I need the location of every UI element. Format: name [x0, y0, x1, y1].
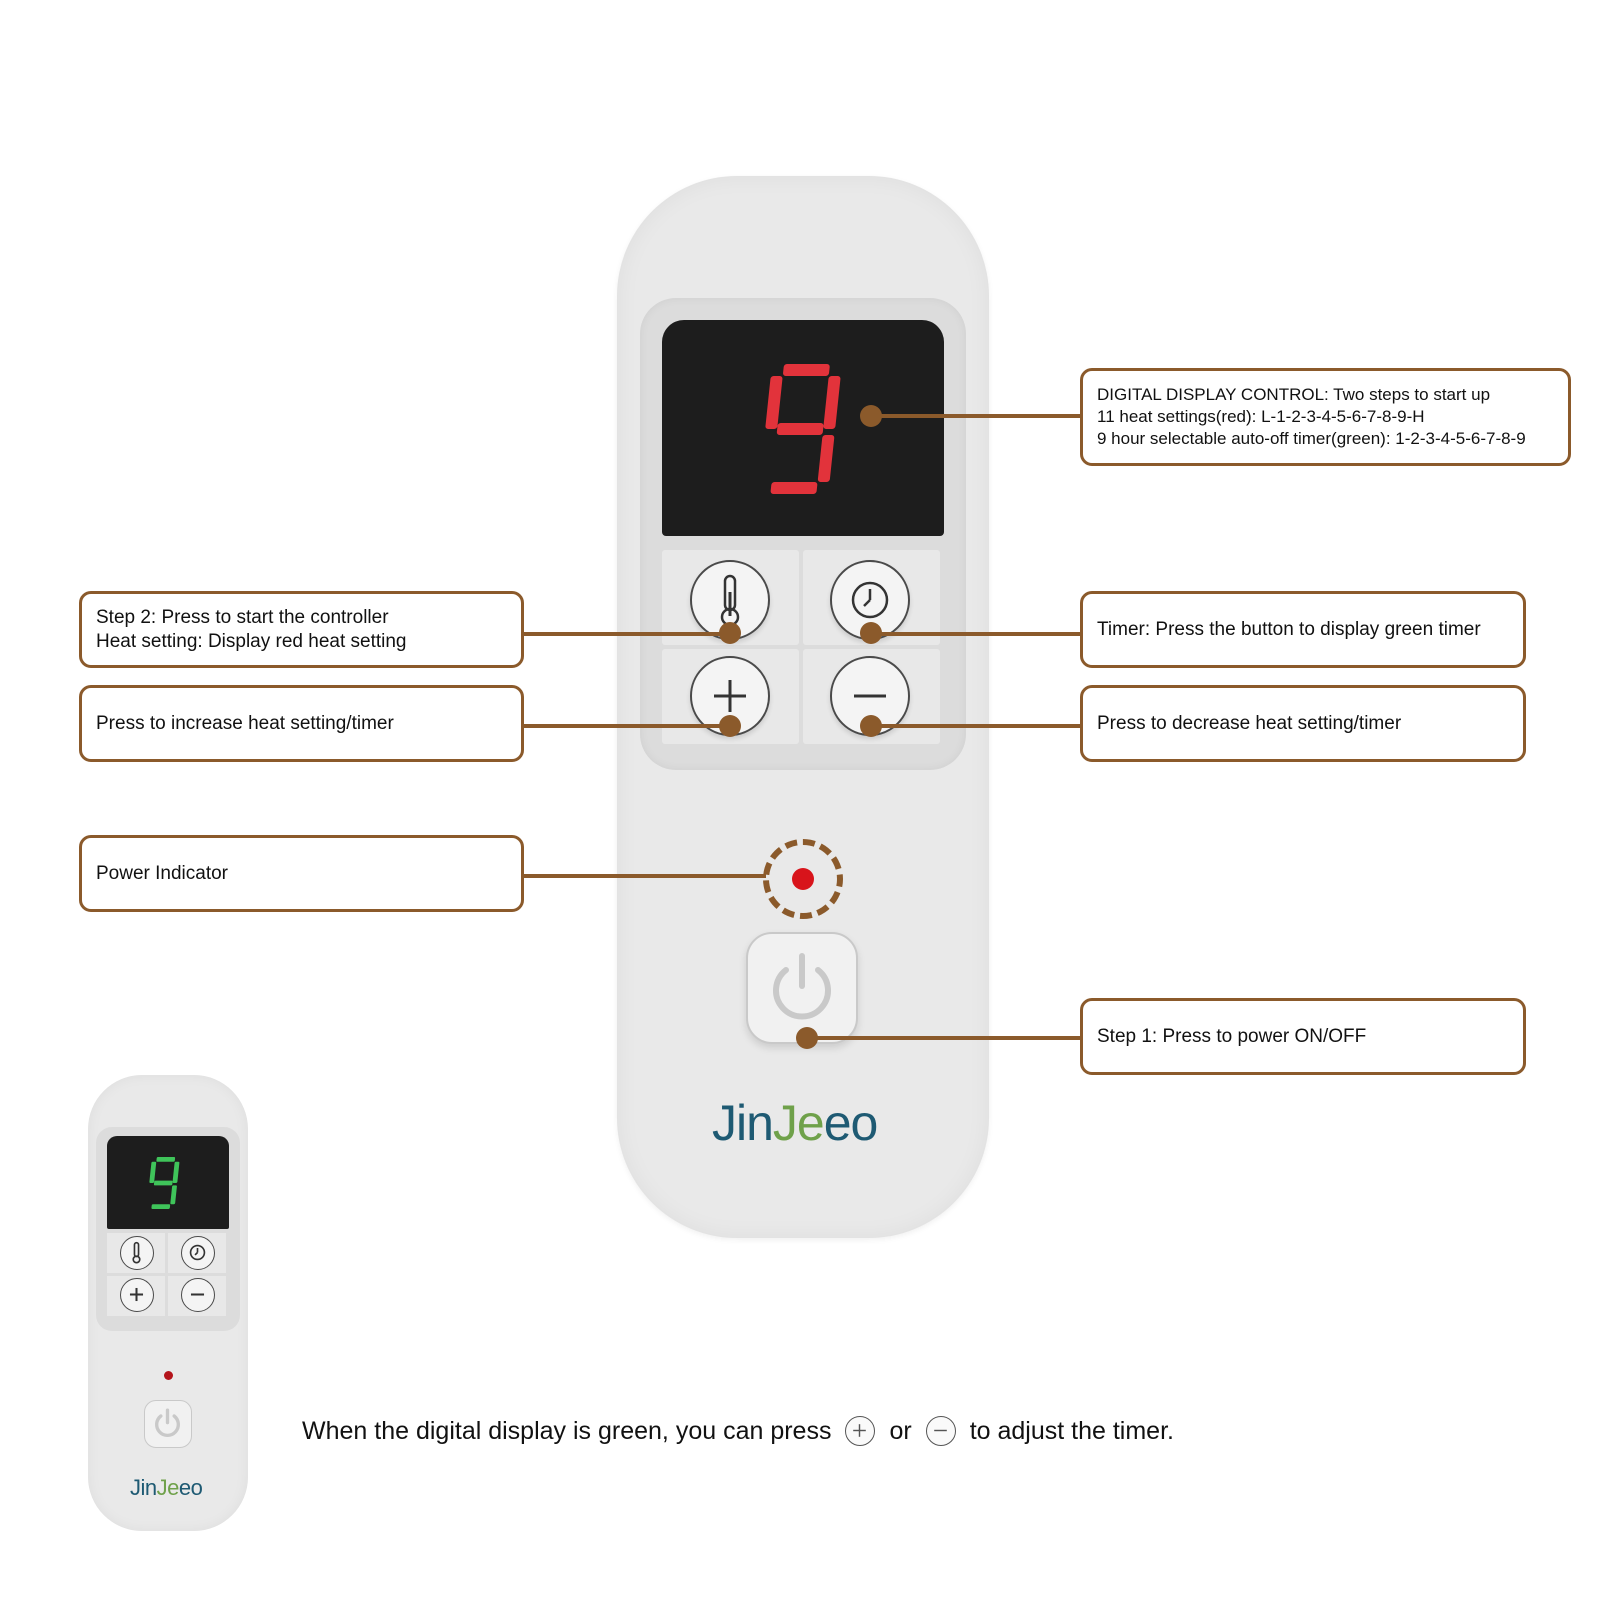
callout-power-indicator: Power Indicator [79, 835, 524, 912]
segment-g [776, 423, 824, 435]
callout-digital-display: DIGITAL DISPLAY CONTROL: Two steps to st… [1080, 368, 1571, 466]
leader-dot-increase [719, 715, 741, 737]
instruction-text-3: to adjust the timer. [969, 1416, 1174, 1445]
callout-heat-setting-line-1: Step 2: Press to start the controller [96, 606, 389, 628]
mini-brand-logo-part1: Jin [130, 1475, 157, 1500]
callout-power-indicator-line-1: Power Indicator [96, 862, 229, 884]
leader-line-heat [522, 632, 730, 636]
leader-line-display [870, 414, 1082, 418]
mini-plus-icon [129, 1287, 144, 1302]
mini-thermometer-icon [132, 1241, 141, 1264]
mini-heat-setting-button [120, 1236, 154, 1270]
callout-power-line-1: Step 1: Press to power ON/OFF [1097, 1025, 1367, 1047]
leader-dot-timer [860, 622, 882, 644]
mini-timer-button [181, 1236, 215, 1270]
mini-brand-logo-part3: eo [178, 1475, 203, 1500]
callout-increase-line-1: Press to increase heat setting/timer [96, 712, 394, 734]
leader-line-decrease [870, 724, 1082, 728]
power-icon [773, 953, 831, 1020]
callout-increase: Press to increase heat setting/timer [79, 685, 524, 762]
mini-brand-logo-part2: Je [156, 1475, 180, 1500]
power-indicator-light [792, 868, 814, 890]
segment-b [172, 1161, 180, 1184]
timer-adjust-instruction: When the digital display is green, you c… [302, 1416, 1174, 1446]
segment-f [149, 1161, 157, 1184]
segment-f [765, 376, 783, 429]
leader-line-power [806, 1036, 1082, 1040]
segment-d [770, 482, 818, 494]
mini-brand-logo: JinJeeo [130, 1475, 203, 1501]
mini-minus-icon [190, 1293, 205, 1296]
callout-power: Step 1: Press to power ON/OFF [1080, 998, 1526, 1075]
inline-plus-icon [845, 1416, 876, 1446]
leader-dot-decrease [860, 715, 882, 737]
instruction-text-2: or [889, 1416, 912, 1445]
callout-timer: Timer: Press the button to display green… [1080, 591, 1526, 668]
callout-digital-display-line-1: DIGITAL DISPLAY CONTROL: Two steps to st… [1097, 385, 1491, 404]
brand-logo-part2: Je [772, 1095, 825, 1151]
digital-display [662, 320, 944, 536]
mini-power-icon [155, 1408, 180, 1438]
instruction-text-1: When the digital display is green, you c… [302, 1416, 832, 1445]
inline-minus-icon [925, 1416, 956, 1446]
segment-g [153, 1180, 173, 1186]
mini-increase-button [120, 1278, 154, 1312]
brand-logo-part3: eo [823, 1095, 879, 1151]
callout-digital-display-line-2: 11 heat settings(red): L-1-2-3-4-5-6-7-8… [1097, 407, 1425, 426]
clock-icon [851, 581, 889, 619]
seven-segment-digit [765, 364, 841, 494]
segment-b [823, 376, 841, 429]
segment-c [817, 435, 835, 482]
callout-digital-display-line-3: 9 hour selectable auto-off timer(green):… [1097, 429, 1526, 448]
mini-power-indicator-light [164, 1371, 173, 1380]
segment-a [156, 1157, 176, 1162]
plus-icon [714, 680, 746, 712]
leader-line-power-indicator [522, 874, 766, 878]
power-indicator-highlight-ring [763, 839, 843, 919]
leader-line-increase [522, 724, 730, 728]
segment-d [151, 1204, 171, 1210]
callout-decrease: Press to decrease heat setting/timer [1080, 685, 1526, 762]
mini-seven-segment-digit [149, 1157, 180, 1210]
mini-digital-display [107, 1136, 229, 1229]
mini-clock-icon [189, 1244, 206, 1261]
callout-heat-setting: Step 2: Press to start the controller He… [79, 591, 524, 668]
brand-logo: JinJeeo [712, 1094, 879, 1152]
leader-line-timer [870, 632, 1082, 636]
segment-c [170, 1185, 177, 1205]
segment-a [783, 364, 830, 376]
leader-dot-heat [719, 622, 741, 644]
mini-power-button [144, 1400, 192, 1448]
brand-logo-part1: Jin [712, 1095, 774, 1151]
callout-timer-line-1: Timer: Press the button to display green… [1097, 618, 1481, 640]
mini-decrease-button [181, 1278, 215, 1312]
callout-heat-setting-line-2: Heat setting: Display red heat setting [96, 630, 407, 652]
leader-dot-power [796, 1027, 818, 1049]
callout-decrease-line-1: Press to decrease heat setting/timer [1097, 712, 1402, 734]
minus-icon [854, 694, 886, 698]
leader-dot-display [860, 405, 882, 427]
timer-button[interactable] [830, 560, 910, 640]
